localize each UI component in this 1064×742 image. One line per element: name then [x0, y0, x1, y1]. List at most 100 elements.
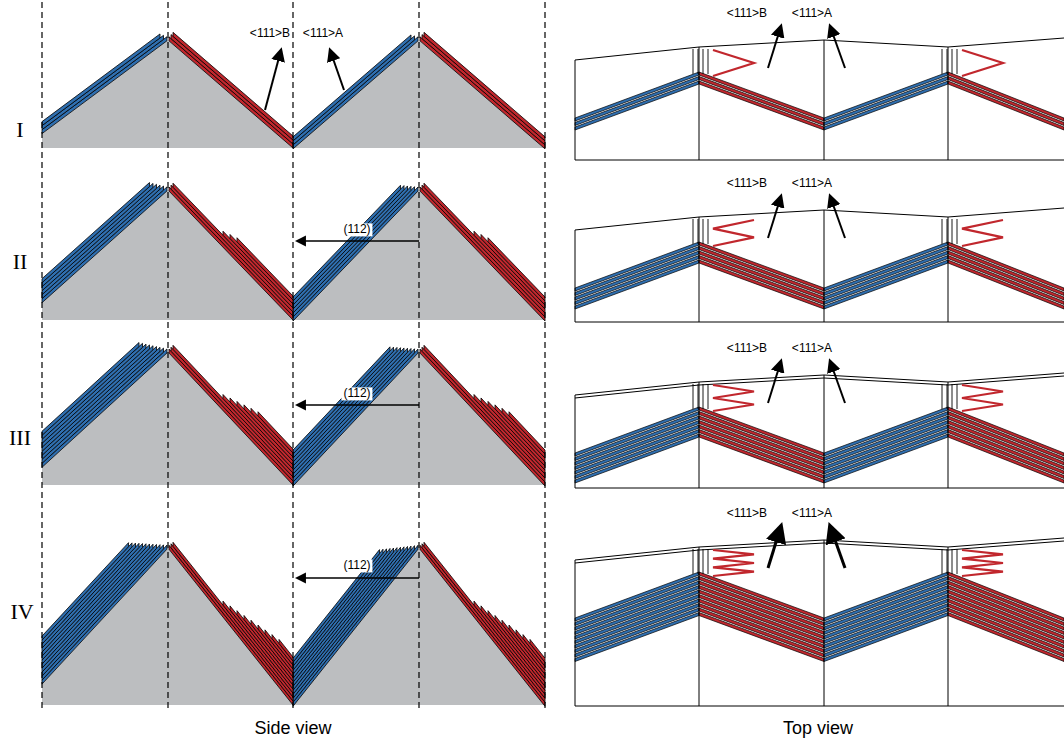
blue-stripe [575, 604, 699, 653]
blue-layer [42, 35, 164, 129]
row-numeral: I [14, 118, 25, 142]
red-stripe [699, 81, 824, 130]
red-layer [488, 238, 545, 301]
red-layer [272, 635, 293, 665]
step-edge [708, 219, 709, 244]
side-view-art [42, 2, 545, 712]
direction-arrow [768, 361, 781, 403]
frame-line [699, 217, 700, 322]
blue-layer [42, 543, 132, 644]
dashed-divider [167, 2, 168, 712]
red-stripe [699, 613, 824, 662]
blue-stripe [824, 434, 948, 483]
red-layer [516, 630, 545, 670]
frame-line [824, 375, 825, 488]
blue-layer [293, 185, 401, 301]
red-layer [495, 615, 545, 682]
blue-layer [42, 183, 150, 283]
blue-stripe [824, 256, 948, 305]
step-zigzag [713, 220, 754, 246]
red-layer [169, 349, 293, 485]
red-stripe [948, 425, 1064, 474]
direction-arrow [265, 50, 281, 110]
red-layer [169, 37, 293, 148]
blue-layer [293, 548, 397, 683]
step-zigzag [962, 220, 1003, 246]
step-edge [952, 549, 953, 574]
blue-layer [293, 549, 383, 666]
step-zigzag [713, 50, 754, 76]
red-layer [173, 345, 293, 477]
surface-outline [575, 38, 1064, 60]
step-edge [703, 549, 704, 574]
step-edge [708, 384, 709, 409]
frame-line [575, 395, 576, 488]
red-layer [237, 401, 293, 465]
surface-outline [575, 373, 1064, 395]
step-edge [942, 549, 943, 574]
red-layer [251, 620, 293, 677]
direction-label: (112) [341, 559, 372, 572]
step-edge [947, 384, 948, 409]
red-stripe [699, 599, 824, 648]
direction-arrow [297, 404, 419, 406]
direction-label: <111>A [790, 507, 834, 520]
red-layer [230, 606, 293, 689]
red-stripe [948, 434, 1064, 483]
step-edge [698, 384, 699, 409]
direction-arrow [297, 240, 419, 242]
frame-line [824, 210, 825, 322]
frame-line [699, 547, 700, 706]
blue-stripe [824, 421, 948, 470]
blue-layer [293, 187, 418, 321]
step-edge [957, 384, 958, 409]
direction-label: <111>A [301, 27, 345, 40]
blue-layer [42, 345, 150, 447]
direction-arrow [768, 526, 781, 568]
side-row [42, 32, 545, 149]
top-row [575, 26, 1064, 160]
red-layer [424, 345, 545, 478]
blue-layer [293, 349, 418, 486]
blue-layer [42, 348, 164, 463]
blue-layer [293, 349, 415, 482]
blue-layer [42, 187, 167, 303]
direction-label: <111>B [725, 7, 769, 20]
red-layer [169, 187, 293, 320]
top-row [575, 196, 1064, 322]
step-edge [708, 49, 709, 74]
red-stripe [948, 608, 1064, 657]
blue-layer [42, 545, 160, 676]
blue-layer [42, 37, 167, 134]
step-edge [693, 384, 694, 409]
direction-label: <111>A [790, 177, 834, 190]
red-layer [420, 349, 545, 486]
blue-layer [42, 545, 167, 684]
frame-line [575, 60, 576, 160]
red-layer [424, 542, 545, 698]
blue-layer [293, 36, 415, 145]
red-stripe [699, 421, 824, 470]
step-zigzag [713, 385, 754, 411]
direction-label: <111>A [790, 7, 834, 20]
blue-layer [42, 544, 153, 668]
step-edge [693, 549, 694, 574]
step-edge [957, 549, 958, 574]
blue-stripe [575, 77, 699, 126]
blue-layer [42, 544, 150, 664]
step-zigzag [962, 385, 1003, 411]
row-numeral: II [11, 250, 30, 274]
blue-layer [42, 544, 157, 672]
red-layer [488, 611, 545, 687]
blue-stripe [575, 430, 699, 479]
blue-layer [42, 343, 139, 436]
blue-layer [293, 35, 411, 141]
blue-stripe [824, 77, 948, 126]
blue-layer [293, 348, 404, 470]
step-edge [947, 49, 948, 74]
direction-arrow [768, 196, 781, 238]
blue-layer [42, 186, 164, 299]
step-edge [703, 49, 704, 74]
blue-layer [293, 348, 401, 466]
red-stripe [699, 425, 824, 474]
